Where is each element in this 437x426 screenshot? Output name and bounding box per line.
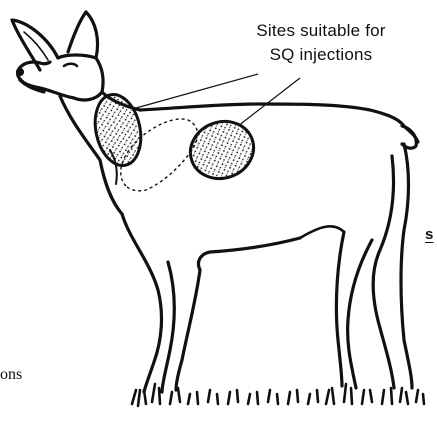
deer-eye-icon [64,64,77,66]
annotation-line-2: SQ injections [211,44,431,66]
pointer-line-shoulder [238,78,300,126]
cropped-text-fragment: ons [0,366,22,384]
deer-front-leg-front [122,214,161,392]
deer-shoulder-line [300,226,344,238]
deer-right-ear [68,12,98,58]
deer-front-leg-back [176,270,200,390]
deer-nose-icon [18,70,23,75]
deer-ear-inner [24,32,48,60]
deer-hind-leg-inner [336,232,344,386]
annotation-line-1: Sites suitable for [211,20,431,42]
deer-hind-leg-back [373,156,394,388]
deer-hind-leg-front [348,240,372,388]
deer-belly [198,238,300,270]
deer-rump [401,144,412,388]
cropped-heading-fragment: s [425,226,433,243]
deer-back [140,104,418,142]
deer-front-leg-middle [162,262,174,392]
deer-head [18,55,103,100]
